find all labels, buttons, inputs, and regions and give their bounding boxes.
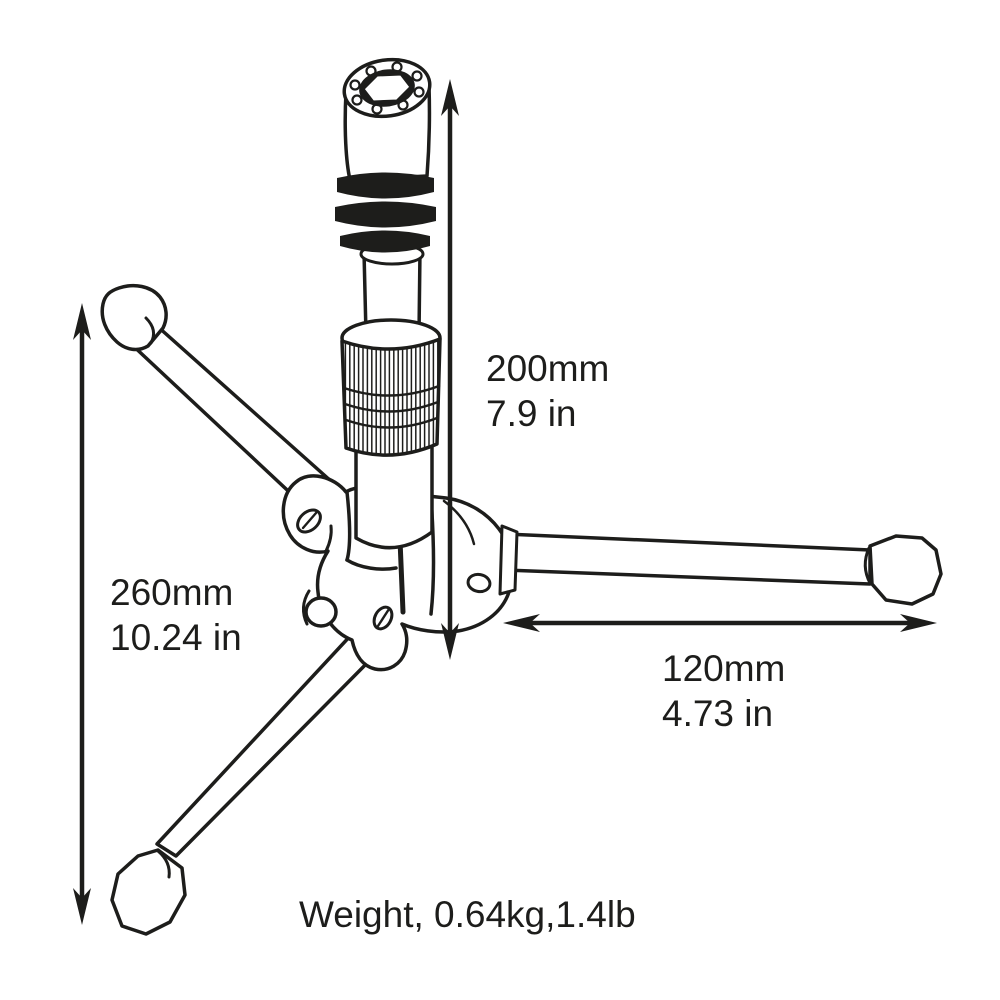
dimension-200mm-metric: 200mm [486, 348, 610, 389]
dimension-260mm-imperial: 10.24 in [110, 617, 242, 658]
dimension-120mm-imperial: 4.73 in [662, 693, 774, 734]
tripod-leg-rear-left [100, 284, 334, 519]
dimension-arrow-260mm [73, 303, 91, 925]
dimension-arrow-120mm [503, 614, 937, 632]
hinge-lobe [304, 596, 338, 628]
dimension-120mm-metric: 120mm [662, 648, 786, 689]
tripod-hub [281, 474, 519, 672]
rubber-foot-right [868, 534, 943, 606]
dimension-200mm-imperial: 7.9 in [486, 393, 577, 434]
hex-hole [361, 72, 413, 104]
knurled-lock-collar [340, 318, 442, 457]
dimension-260mm-metric: 260mm [110, 572, 234, 613]
dimension-label-120mm: 120mm 4.73 in [662, 646, 785, 736]
top-spigot [335, 57, 436, 266]
hub-screw-holes [296, 508, 492, 631]
tripod-upper-shaft [362, 247, 422, 336]
dimension-arrow-200mm [441, 79, 459, 660]
tripod-center-column [354, 442, 434, 550]
hex-socket-cap [342, 57, 432, 119]
rubber-foot-front [110, 848, 187, 936]
rubber-grip-rings [335, 172, 436, 253]
dimension-label-260mm: 260mm 10.24 in [110, 570, 242, 660]
weight-label: Weight, 0.64kg,1.4lb [299, 894, 636, 935]
tripod-leg-right [504, 532, 943, 606]
tripod-leg-front [110, 632, 380, 936]
right-leg-socket [498, 524, 519, 596]
dimension-label-200mm: 200mm 7.9 in [486, 346, 609, 436]
rubber-foot-rear-left [100, 284, 168, 352]
